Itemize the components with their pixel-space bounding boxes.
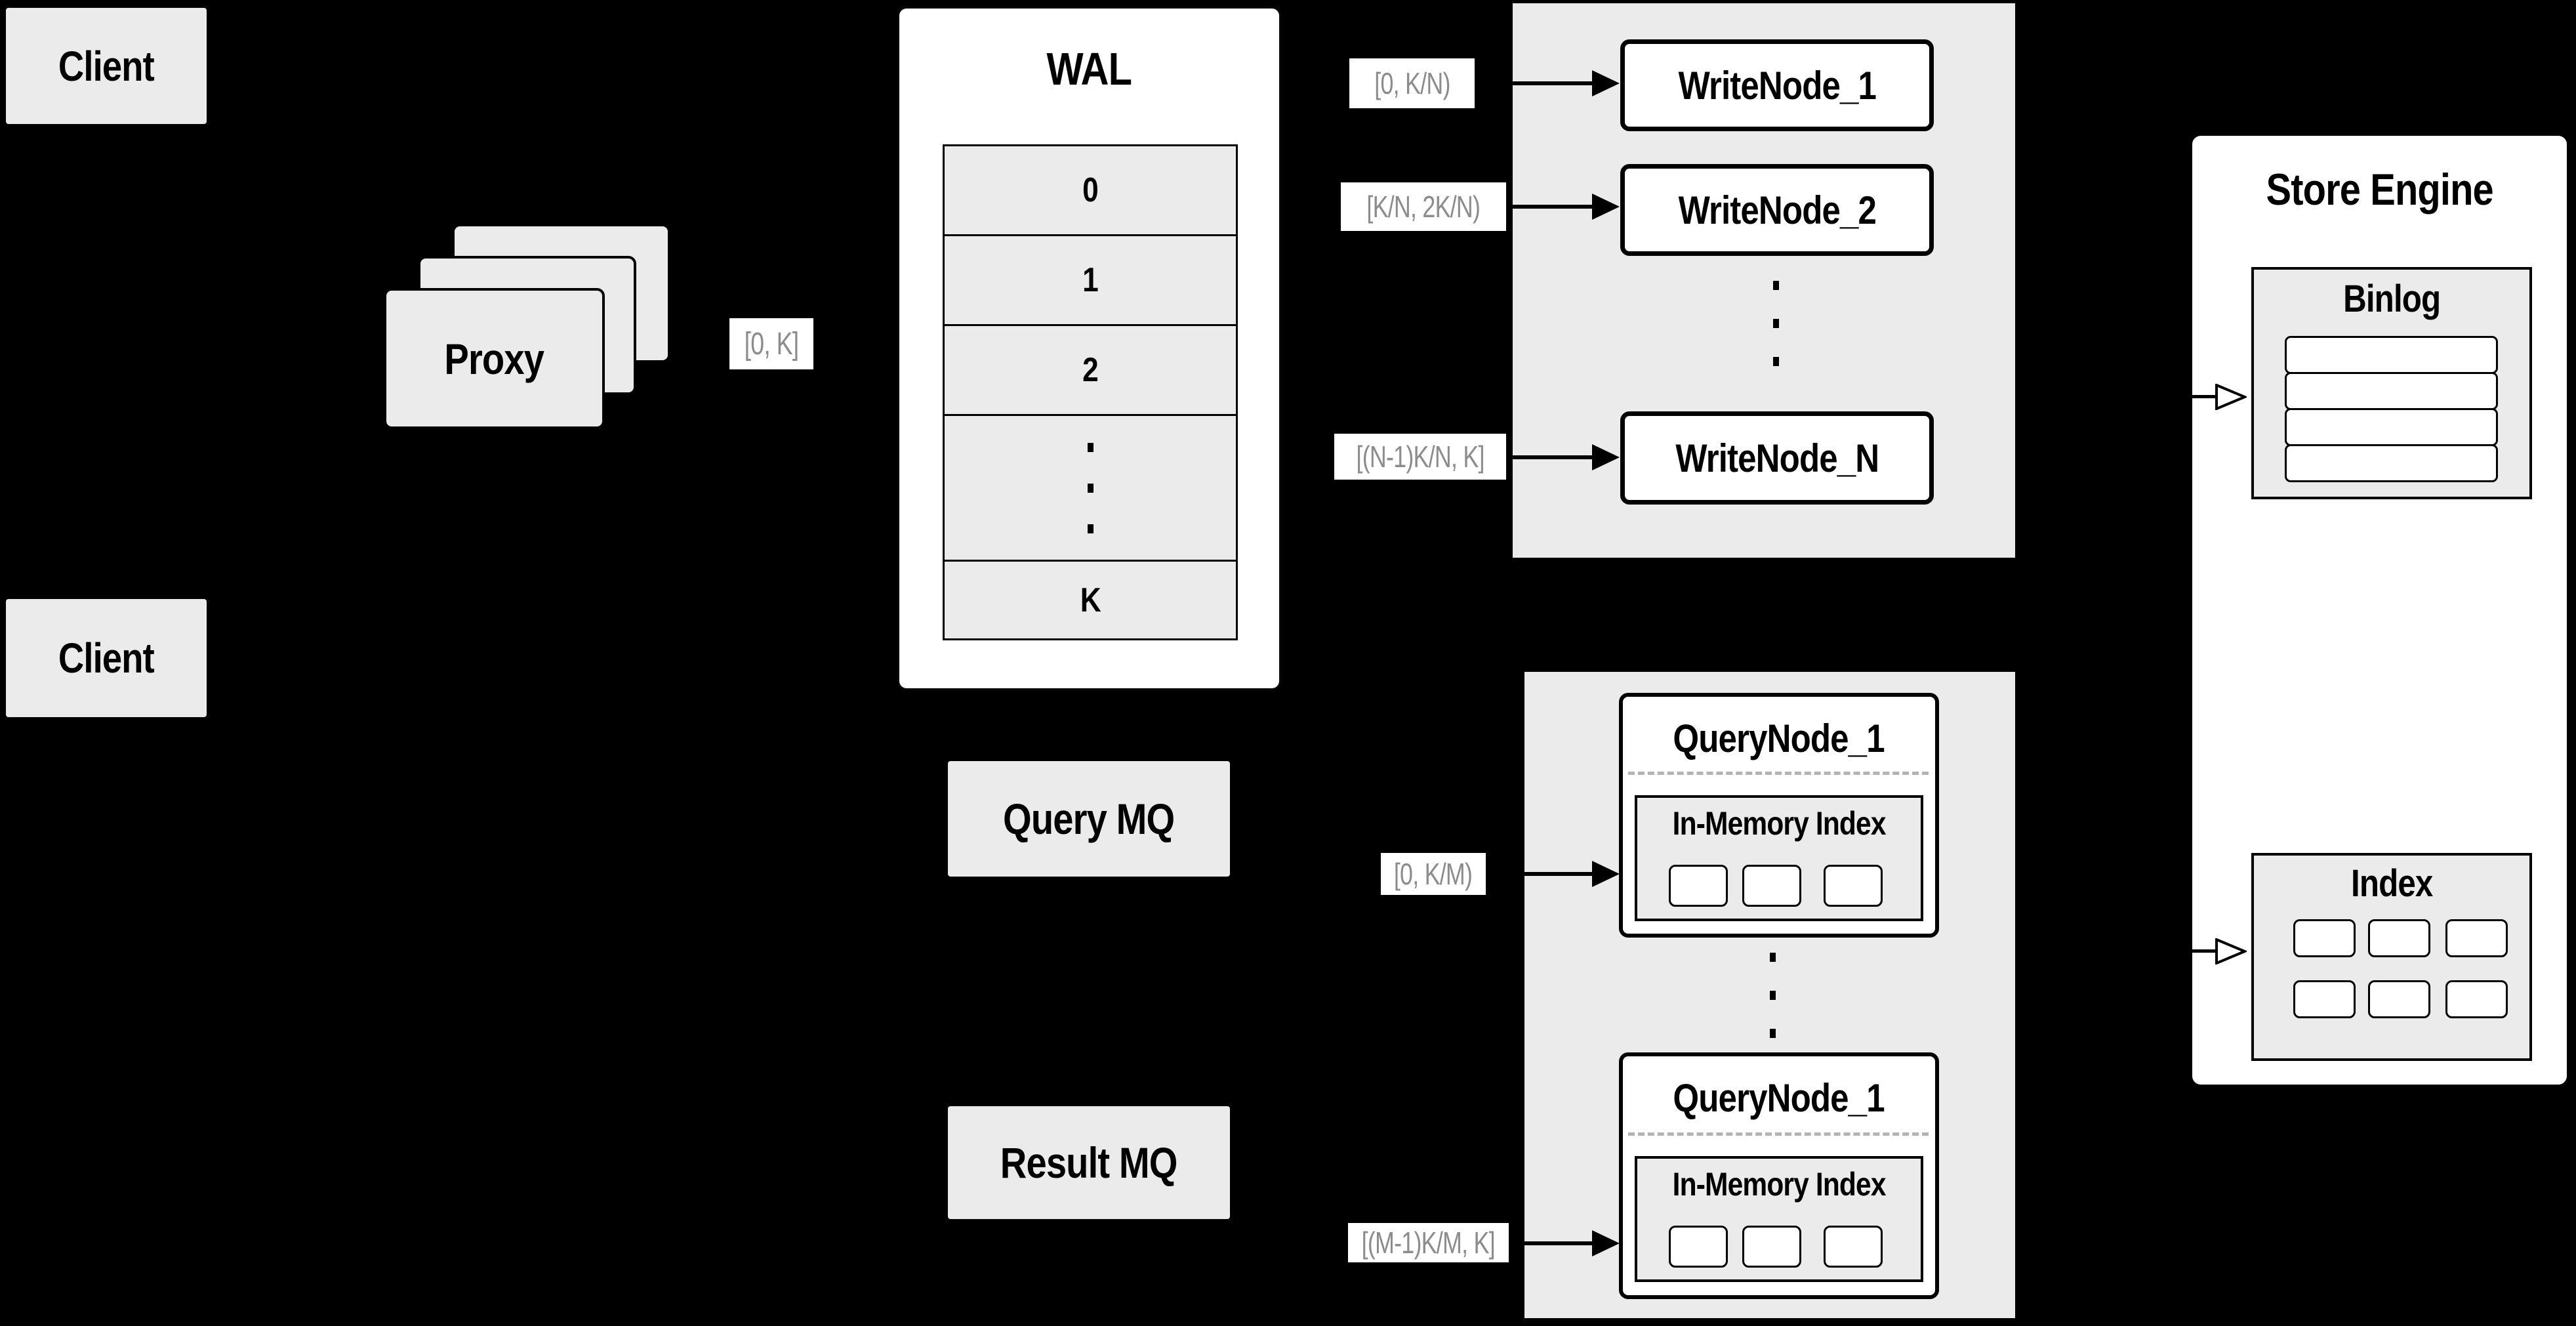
in-memory-index-box: In-Memory Index xyxy=(1635,795,1923,921)
ellipsis-vertical-icon xyxy=(1087,442,1094,533)
in-memory-index-title: In-Memory Index xyxy=(1672,1166,1887,1203)
query-mq-label: Query MQ xyxy=(1003,795,1175,843)
query-node-bottom-title: QueryNode_1 xyxy=(1673,1075,1885,1120)
write-range-label-1: [0, K/N) xyxy=(1349,58,1475,108)
client-top-label: Client xyxy=(58,42,155,90)
query-node-top-title: QueryNode_1 xyxy=(1673,716,1885,760)
segment-cell xyxy=(1824,865,1883,907)
binlog-rows xyxy=(2285,336,2498,482)
arrow-line xyxy=(1487,872,1593,876)
wal-panel: WAL 0 1 2 K xyxy=(897,7,1281,690)
client-top-box: Client xyxy=(6,8,207,124)
write-node-1-label: WriteNode_1 xyxy=(1678,63,1876,108)
query-node-top-box: QueryNode_1 In-Memory Index xyxy=(1619,693,1939,938)
query-range-label-2: [(M-1)K/M, K] xyxy=(1348,1223,1509,1262)
binlog-row xyxy=(2285,336,2498,374)
index-cell xyxy=(2445,980,2508,1018)
client-bottom-box: Client xyxy=(6,599,207,717)
proxy-wal-range-label: [0, K] xyxy=(729,318,813,369)
dashed-divider xyxy=(1628,772,1929,775)
dashed-divider xyxy=(1628,1132,1929,1136)
arrow-right-open-icon xyxy=(2215,384,2247,410)
query-node-bottom-box: QueryNode_1 In-Memory Index xyxy=(1619,1052,1939,1299)
index-cell xyxy=(2368,980,2430,1018)
binlog-title: Binlog xyxy=(2342,277,2441,320)
wal-row: 0 xyxy=(945,146,1236,236)
arrow-line xyxy=(1510,1241,1593,1245)
segment-cell xyxy=(1669,1226,1728,1268)
index-cell xyxy=(2293,919,2356,957)
wal-table: 0 1 2 K xyxy=(943,144,1238,640)
index-cell xyxy=(2293,980,2356,1018)
arrow-right-icon xyxy=(1592,861,1620,887)
arrow-right-open-icon xyxy=(2215,938,2247,964)
index-box: Index xyxy=(2251,853,2532,1061)
index-cell xyxy=(2368,919,2430,957)
arrow-line xyxy=(2191,395,2216,398)
wal-row: 1 xyxy=(945,236,1236,326)
write-node-n-box: WriteNode_N xyxy=(1620,411,1934,505)
wal-row: 2 xyxy=(945,326,1236,416)
wal-last-row: K xyxy=(945,562,1236,638)
write-node-1-box: WriteNode_1 xyxy=(1620,39,1934,131)
index-title: Index xyxy=(2350,861,2433,905)
proxy-card-front: Proxy xyxy=(384,288,605,429)
in-memory-index-title: In-Memory Index xyxy=(1672,805,1887,842)
binlog-box: Binlog xyxy=(2251,267,2532,499)
store-engine-box: Store Engine Binlog Index xyxy=(2189,133,2570,1088)
arrow-line xyxy=(1476,81,1593,85)
wal-title: WAL xyxy=(1046,43,1132,94)
write-node-2-label: WriteNode_2 xyxy=(1678,188,1876,232)
arrow-right-icon xyxy=(1592,194,1620,220)
client-bottom-label: Client xyxy=(58,634,155,682)
query-mq-box: Query MQ xyxy=(948,761,1230,877)
arrow-right-icon xyxy=(1592,70,1620,96)
ellipsis-vertical-icon xyxy=(1773,281,1779,366)
segment-cell xyxy=(1669,865,1728,907)
binlog-row xyxy=(2285,444,2498,482)
in-memory-index-box: In-Memory Index xyxy=(1635,1156,1923,1282)
proxy-label: Proxy xyxy=(444,334,545,383)
write-node-2-box: WriteNode_2 xyxy=(1620,164,1934,256)
result-mq-label: Result MQ xyxy=(1000,1138,1178,1187)
write-range-label-2: [K/N, 2K/N) xyxy=(1341,182,1506,231)
arrow-line xyxy=(2191,949,2216,953)
wal-dots-cell xyxy=(945,416,1236,562)
arrow-right-icon xyxy=(1592,444,1620,470)
segment-cell xyxy=(1742,865,1801,907)
store-engine-title: Store Engine xyxy=(2266,165,2493,215)
arrow-right-icon xyxy=(1592,1230,1620,1256)
arrow-line xyxy=(1507,205,1593,209)
query-range-label-1: [0, K/M) xyxy=(1381,853,1486,895)
segment-cell xyxy=(1824,1226,1883,1268)
write-node-n-label: WriteNode_N xyxy=(1675,436,1879,480)
binlog-row xyxy=(2285,372,2498,410)
segment-cell xyxy=(1742,1226,1801,1268)
arrow-line xyxy=(1507,455,1593,459)
result-mq-box: Result MQ xyxy=(948,1106,1230,1219)
binlog-row xyxy=(2285,408,2498,446)
index-cell xyxy=(2445,919,2508,957)
write-range-label-3: [(N-1)K/N, K] xyxy=(1334,434,1506,480)
ellipsis-vertical-icon xyxy=(1770,953,1776,1038)
